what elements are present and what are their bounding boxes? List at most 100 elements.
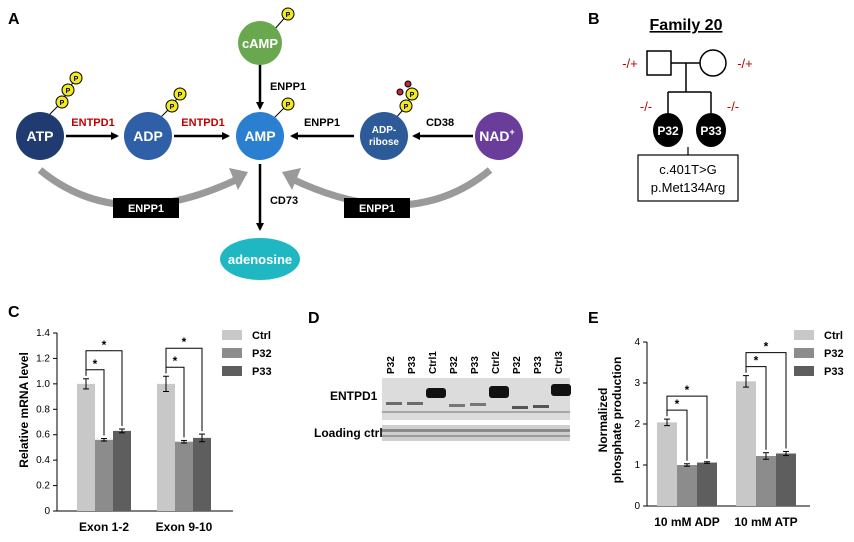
lane-label: P32 xyxy=(512,356,523,374)
variant-protein: p.Met134Arg xyxy=(651,180,725,195)
legend-swatch-ctrl xyxy=(222,330,242,340)
lane-label: P33 xyxy=(533,356,544,374)
adp-phosphate-chain xyxy=(159,87,187,119)
bar-p32 xyxy=(175,441,193,511)
enpp1-box-right xyxy=(344,198,410,218)
legend-label: Ctrl xyxy=(824,330,843,342)
significance-star: * xyxy=(93,357,98,371)
amp-node xyxy=(236,112,284,160)
phosphate-label: P xyxy=(60,100,65,107)
significance-star: * xyxy=(764,340,769,354)
p32-symbol xyxy=(653,113,683,147)
y-tick-label: 0.2 xyxy=(36,481,50,492)
enpp1-box-right-label: ENPP1 xyxy=(359,203,395,215)
p32-genotype: -/- xyxy=(640,99,652,114)
chart-c-ylabel: Relative mRNA level xyxy=(17,352,31,468)
category-label: Exon 1-2 xyxy=(79,520,129,534)
legend-label: P32 xyxy=(252,348,272,360)
phosphate-label: P xyxy=(286,12,291,19)
y-tick-label: 3 xyxy=(634,378,640,389)
lane-label: P33 xyxy=(407,356,418,374)
legend-swatch-ctrl xyxy=(794,330,814,340)
adp-ribose-phosphate-chain xyxy=(395,80,419,119)
lane-label: P32 xyxy=(386,356,397,374)
panel-label-b: B xyxy=(588,11,600,28)
chart-e-ylabel-line1: Normalized xyxy=(596,388,610,453)
adp-node xyxy=(124,112,172,160)
adp-ribose-label-line1: ADP- xyxy=(372,125,396,136)
nad-label: NAD+ xyxy=(479,127,515,144)
significance-bracket xyxy=(666,395,708,459)
category-label: 10 mM ATP xyxy=(734,515,797,529)
phosphate-label: P xyxy=(170,104,175,111)
category-label: 10 mM ADP xyxy=(654,515,720,529)
father-genotype: -/+ xyxy=(622,56,638,71)
panel-label-e: E xyxy=(588,310,599,327)
p33-genotype: -/- xyxy=(727,99,739,114)
lane-label: Ctrl3 xyxy=(554,351,565,374)
enzyme-enpp1-label: ENPP1 xyxy=(270,81,306,93)
phosphate-label: P xyxy=(404,104,409,111)
y-tick-label: 1 xyxy=(634,460,640,471)
y-tick-label: 0 xyxy=(44,506,50,517)
amp-phosphate-chain xyxy=(273,97,295,119)
legend-label: P33 xyxy=(252,366,272,378)
y-tick-label: 0.6 xyxy=(36,430,50,441)
phosphate-label: P xyxy=(178,92,183,99)
bar-p32 xyxy=(756,455,776,506)
phosphate-label: P xyxy=(66,88,71,95)
bar-ctrl xyxy=(77,383,95,511)
phosphate-icon xyxy=(399,99,413,113)
bar-p33 xyxy=(193,437,211,511)
phosphate-label: P xyxy=(74,76,79,83)
lane-label: Ctrl2 xyxy=(491,351,502,374)
pedigree-title: Family 20 xyxy=(650,17,723,34)
atp-label: ATP xyxy=(27,128,54,144)
nad-node xyxy=(475,112,523,160)
chart-e-ylabel-line2: phosphate production xyxy=(610,357,624,484)
mother-genotype: -/+ xyxy=(737,56,753,71)
legend-swatch-p32 xyxy=(222,348,242,358)
variant-cdna: c.401T>G xyxy=(659,162,716,177)
y-tick-label: 2 xyxy=(634,419,640,430)
phosphate-label: P xyxy=(286,102,291,109)
y-tick-label: 4 xyxy=(634,337,640,348)
p33-symbol xyxy=(696,113,726,147)
y-tick-label: 1.0 xyxy=(36,379,50,390)
phosphate-icon xyxy=(69,71,83,85)
mother-symbol xyxy=(699,49,727,77)
bar-ctrl xyxy=(736,381,756,506)
phosphate-icon xyxy=(165,99,179,113)
phosphate-icon xyxy=(61,83,75,97)
camp-node xyxy=(238,21,282,65)
bar-p32 xyxy=(677,465,697,506)
bar-ctrl xyxy=(657,422,677,506)
blot-entpd1 xyxy=(382,378,571,420)
ribose-dot-icon xyxy=(396,88,404,96)
y-tick-label: 0.4 xyxy=(36,455,50,466)
legend-swatch-p33 xyxy=(222,366,242,376)
variant-box xyxy=(637,154,739,202)
blot-row-loading: Loading ctrl xyxy=(314,426,383,440)
lane-label: P32 xyxy=(449,356,460,374)
bar-p33 xyxy=(113,430,131,511)
adenosine-label: adenosine xyxy=(228,252,292,267)
atp-node xyxy=(16,112,64,160)
lane-label: Ctrl1 xyxy=(428,351,439,374)
significance-star: * xyxy=(685,383,690,397)
phosphate-icon xyxy=(281,97,295,111)
legend-swatch-p32 xyxy=(794,348,814,358)
significance-star: * xyxy=(754,354,759,368)
enpp1-box-left-label: ENPP1 xyxy=(128,203,164,215)
significance-bracket xyxy=(165,347,203,432)
lane-label: P33 xyxy=(470,356,481,374)
y-tick-label: 1.2 xyxy=(36,353,50,364)
legend-label: P32 xyxy=(824,348,844,360)
phosphate-icon xyxy=(55,95,69,109)
camp-label: cAMP xyxy=(242,36,278,51)
enzyme-entpd1-label: ENTPD1 xyxy=(71,117,114,129)
lane-labels: P32 P33 Ctrl1 P32 P33 Ctrl2 P32 P33 Ctrl… xyxy=(386,351,565,374)
enzyme-enpp1-label: ENPP1 xyxy=(304,117,340,129)
